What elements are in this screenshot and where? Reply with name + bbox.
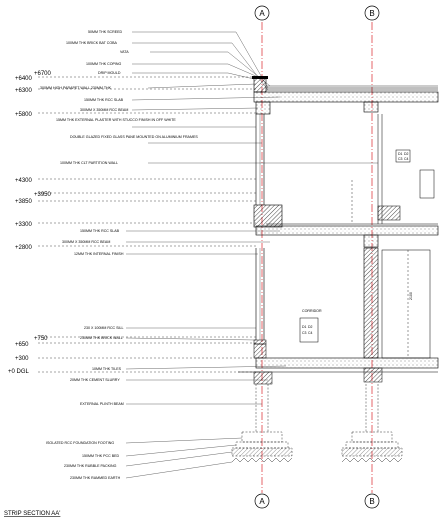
notes: 50MM THK SCREED 100MM THK BRICK BAT COBA… <box>40 30 198 480</box>
rubble-a <box>232 448 292 456</box>
note-rcc-sill: 230 X 100MM RCC SILL <box>84 326 124 330</box>
note-rcc-slab-first: 150MM THK RCC SLAB <box>80 229 120 233</box>
note-brick-wall: 230MM THK BRICK WALL <box>80 336 123 340</box>
note-coping: 100MM THK COPING <box>86 62 121 66</box>
lower-door-tags: D1 D2 C3 C4 <box>302 325 313 335</box>
svg-text:B: B <box>369 9 374 18</box>
svg-text:D2: D2 <box>308 325 313 329</box>
level-3950: +3950 <box>34 192 52 198</box>
external-wall <box>253 114 283 359</box>
note-foundation-footing: ISOLATED RCC FOUNDATION FOOTING <box>46 441 114 445</box>
level-750: +750 <box>34 336 48 342</box>
first-floor-slab <box>255 223 439 248</box>
svg-text:C3: C3 <box>302 331 307 335</box>
dimension-2100: 2100 <box>409 292 413 300</box>
grid-bubble-b-bottom: B <box>364 493 380 509</box>
note-internal-finish: 12MM THK INTERNAL FINISH <box>74 252 124 256</box>
level-650: +650 <box>15 342 29 348</box>
note-glazing: DOUBLE GLAZED FIXED GLASS PANE MOUNTED O… <box>70 135 198 139</box>
level-3850: +3850 <box>15 199 33 205</box>
corridor-label: CORRIDOR <box>302 309 322 313</box>
level-2800: +2800 <box>15 245 33 251</box>
svg-text:D2: D2 <box>404 152 409 156</box>
roof-assembly <box>252 76 439 115</box>
level-300: +300 <box>15 356 29 362</box>
note-parapet: 300MM HIGH PARAPET WALL 230MM THK <box>40 86 112 90</box>
drawing-title: STRIP SECTION AA' <box>4 511 60 517</box>
note-screed: 50MM THK SCREED <box>88 30 122 34</box>
level-lines <box>38 76 256 373</box>
level-5800: +5800 <box>15 112 33 118</box>
svg-text:C4: C4 <box>308 331 313 335</box>
note-cement-slurry: 20MM THK CEMENT SLURRY <box>70 378 120 382</box>
upper-partition <box>351 114 435 224</box>
note-plinth-beam: EXTERNAL PLINTH BEAM <box>80 402 124 406</box>
level-4300: +4300 <box>15 178 33 184</box>
note-vata: VATA <box>120 50 129 54</box>
svg-text:B: B <box>369 497 374 506</box>
note-drip-mould: DRIP MOULD <box>98 71 121 75</box>
note-rammed-earth: 230MM THK RAMMED EARTH <box>70 476 121 480</box>
svg-text:A: A <box>259 497 265 506</box>
level-labels: +6700 +6400 +6300 +5800 +4300 +3950 +385… <box>8 71 52 375</box>
level-3300: +3300 <box>15 222 33 228</box>
upper-door-tags: D1 D2 C3 C4 <box>398 152 409 161</box>
level-6400: +6400 <box>15 76 33 82</box>
note-clt-partition: 100MM THK CLT PARTITION WALL <box>60 161 118 165</box>
leader-lines <box>125 31 378 479</box>
svg-text:D1: D1 <box>302 325 307 329</box>
svg-text:C3: C3 <box>398 157 403 161</box>
svg-text:A: A <box>259 9 265 18</box>
note-pcc-bed: 150MM THK PCC BED <box>82 454 119 458</box>
level-6300: +6300 <box>15 88 33 94</box>
note-brick-bat-coba: 100MM THK BRICK BAT COBA <box>66 41 118 45</box>
svg-text:D1: D1 <box>398 152 403 156</box>
rubble-b <box>342 448 402 456</box>
note-rcc-beam-roof: 300MM X 350MM RCC BEAM <box>80 108 128 112</box>
svg-text:C4: C4 <box>404 157 409 161</box>
note-tiles: 10MM THK TILES <box>92 367 122 371</box>
note-rcc-slab-roof: 150MM THK RCC SLAB <box>84 98 124 102</box>
level-6700: +6700 <box>34 71 52 77</box>
level-0-dgl: +0 DGL <box>8 369 30 375</box>
note-external-plaster: 15MM THK EXTERNAL PLASTER WITH STUCCO FI… <box>56 118 176 122</box>
note-rubble-packing: 230MM THK RUBBLE PACKING <box>64 464 117 468</box>
rammed-earth <box>231 457 403 463</box>
grid-bubble-b-top: B <box>364 5 380 21</box>
note-rcc-beam-first: 300MM X 350MM RCC BEAM <box>62 240 110 244</box>
grid-bubble-a-bottom: A <box>254 493 270 509</box>
ground-floor <box>238 247 439 385</box>
grid-bubble-a-top: A <box>254 5 270 21</box>
